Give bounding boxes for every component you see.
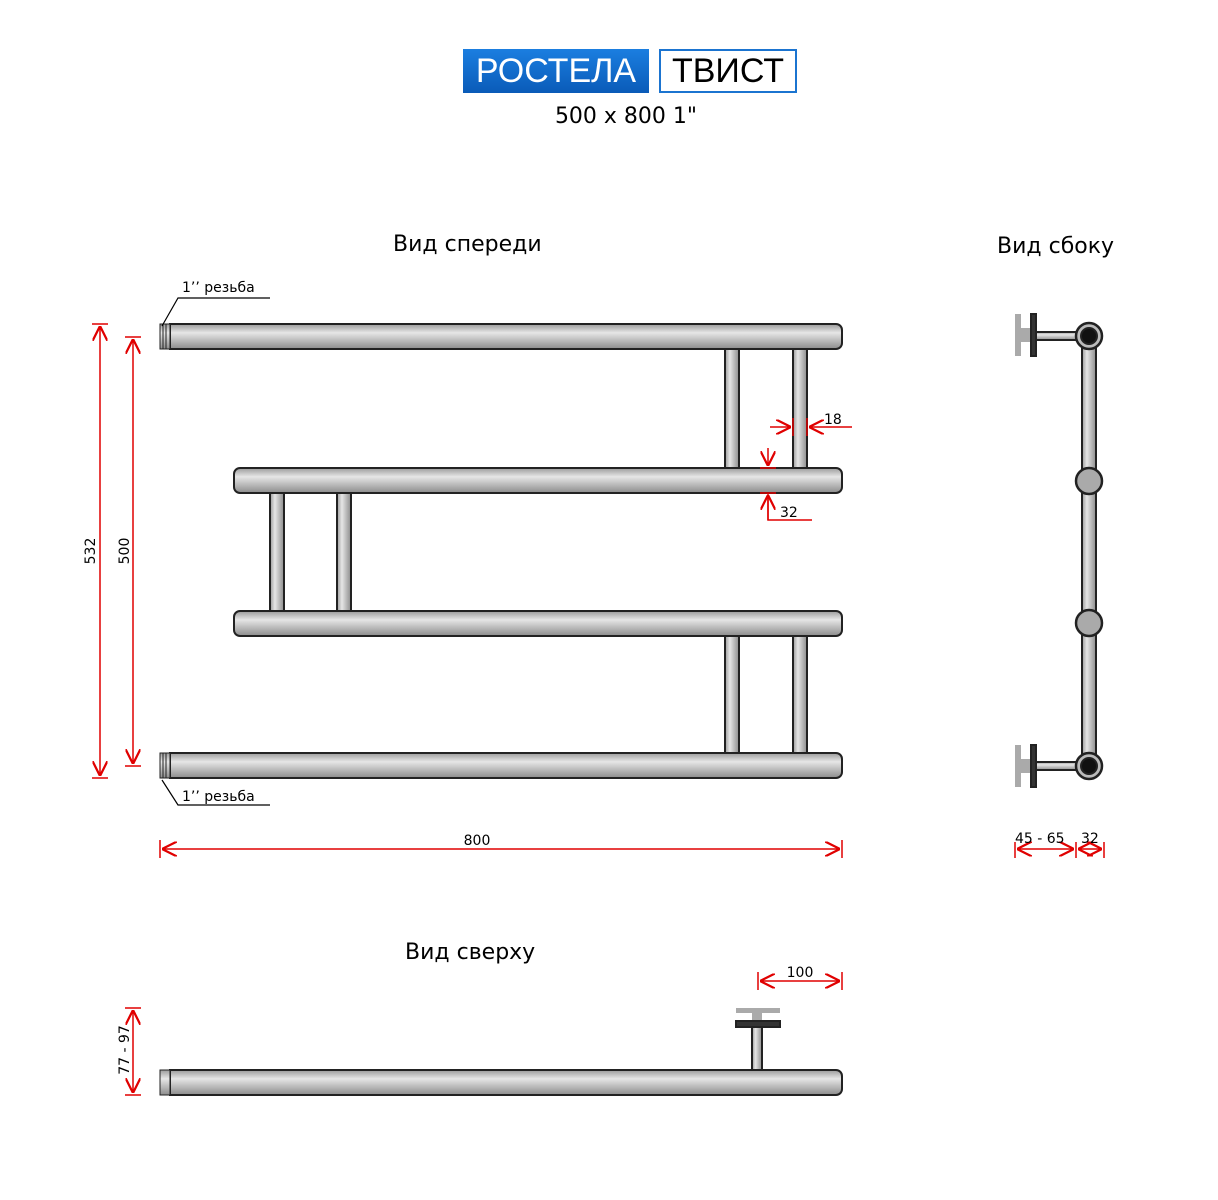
thread-label-top: 1’’ резьба xyxy=(182,280,255,296)
side-view-title: Вид сбоку xyxy=(997,234,1115,259)
model-name: ТВИСТ xyxy=(659,49,797,93)
dim-500: 500 xyxy=(117,538,133,565)
front-connectors xyxy=(269,342,808,760)
dimension-lines xyxy=(92,323,1105,1096)
front-pipe-1 xyxy=(169,323,843,350)
dim-45-65: 45 - 65 xyxy=(1015,831,1065,847)
dim-side-32: 32 xyxy=(1081,831,1099,847)
front-pipe-2 xyxy=(233,467,843,494)
dim-800: 800 xyxy=(464,833,491,849)
dim-532: 532 xyxy=(83,538,99,565)
thread-label-bottom: 1’’ резьба xyxy=(182,789,255,805)
top-view-title: Вид сверху xyxy=(405,940,536,965)
brand-logo: РОСТЕЛА xyxy=(463,49,649,93)
front-view-title: Вид спереди xyxy=(393,232,542,257)
dim-32: 32 xyxy=(780,505,798,521)
dim-77-97: 77 - 97 xyxy=(117,1025,133,1075)
dim-100: 100 xyxy=(787,965,814,981)
top-view xyxy=(159,1008,843,1096)
side-view xyxy=(1015,313,1104,788)
front-pipe-3 xyxy=(233,610,843,637)
front-pipe-4 xyxy=(169,752,843,779)
size-label: 500 x 800 1" xyxy=(554,104,698,129)
dim-18: 18 xyxy=(824,412,842,428)
